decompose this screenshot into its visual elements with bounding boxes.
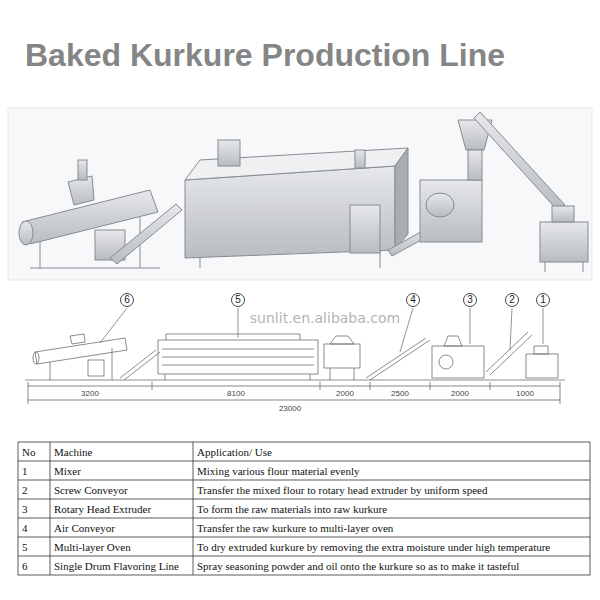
callout-circle: 1	[536, 293, 550, 307]
table-cell: Rotary Head Extruder	[54, 503, 151, 515]
table-cell: 2	[22, 484, 28, 496]
table-cell: 3	[22, 503, 28, 515]
table-grid	[18, 442, 590, 575]
table-cell: Multi-layer Oven	[54, 541, 131, 553]
table-cell: 5	[22, 541, 28, 553]
table-cell: 6	[22, 560, 28, 572]
table-cell: Transfer the raw kurkure to multi-layer …	[197, 522, 393, 534]
callout-circle: 6	[120, 293, 134, 307]
schematic-drawing	[25, 332, 565, 380]
table-cell: Air Conveyor	[54, 522, 115, 534]
watermark: sunlit.en.alibaba.com	[250, 310, 400, 326]
callout-number: 6	[124, 294, 130, 305]
render-machines	[19, 112, 588, 272]
table-cell: No	[22, 446, 35, 458]
callout-number: 5	[235, 294, 241, 305]
dimension-label: 8100	[227, 389, 245, 398]
table-cell: Single Drum Flavoring Line	[54, 560, 179, 572]
dimension-lines	[28, 382, 560, 404]
table-cell: To dry extruded kurkure by removing the …	[197, 541, 550, 553]
table-cell: Machine	[54, 446, 92, 458]
leader-lines	[100, 308, 543, 352]
dimension-label: 3200	[81, 389, 99, 398]
table-cell: To form the raw materials into raw kurku…	[197, 503, 387, 515]
dimension-label: 23000	[279, 404, 301, 413]
callout-number: 2	[509, 294, 515, 305]
table-cell: Transfer the mixed flour to rotary head …	[197, 484, 487, 496]
table-cell: 1	[22, 465, 28, 477]
dimension-label: 2500	[391, 389, 409, 398]
illustration-panel	[8, 108, 592, 280]
dimension-label: 2000	[451, 389, 469, 398]
title: Baked Kurkure Production Line	[25, 37, 505, 74]
callout-circle: 4	[406, 293, 420, 307]
callout-circle: 2	[505, 293, 519, 307]
callout-number: 3	[467, 294, 473, 305]
callout-number: 4	[410, 294, 416, 305]
callout-circle: 5	[231, 293, 245, 307]
callout-number: 1	[540, 294, 546, 305]
table-cell: Mixer	[54, 465, 81, 477]
dimension-label: 2000	[336, 389, 354, 398]
table-cell: Screw Conveyor	[54, 484, 128, 496]
table-cell: Mixing various flour material evenly	[197, 465, 360, 477]
table-cell: 4	[22, 522, 28, 534]
table-cell: Spray seasoning powder and oil onto the …	[197, 560, 519, 572]
callout-circle: 3	[463, 293, 477, 307]
table-cell: Application/ Use	[197, 446, 272, 458]
dimension-label: 1000	[516, 389, 534, 398]
